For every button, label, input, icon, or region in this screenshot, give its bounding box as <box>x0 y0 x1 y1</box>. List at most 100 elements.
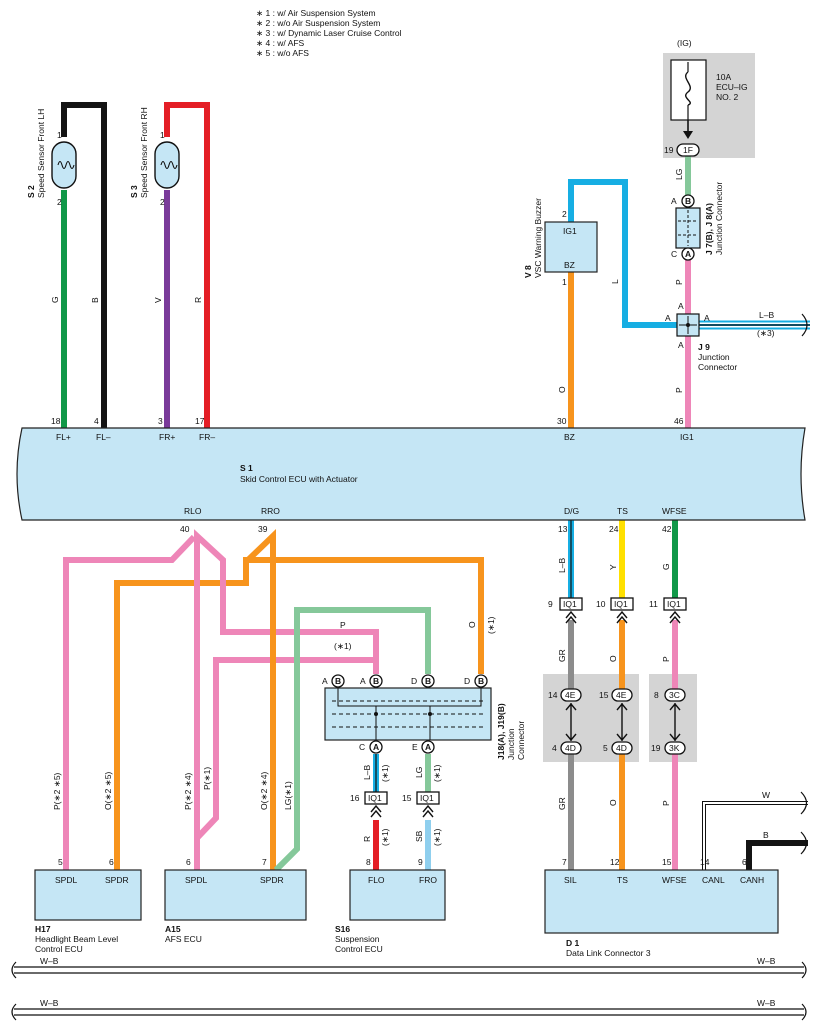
s1-pin-39: 39 <box>258 524 268 534</box>
wire-s3-r <box>164 102 210 428</box>
label-h17-p: P(∗2 ∗5) <box>52 772 62 810</box>
conn-4e-4d-b-arrow-icon <box>616 702 628 742</box>
s2-coil-icon <box>57 160 75 170</box>
label-s2-b: B <box>90 297 100 303</box>
note-3: ∗ 3 : w/ Dynamic Laser Cruise Control <box>256 28 402 38</box>
a15-term-spdl: SPDL <box>185 875 207 885</box>
fuse-arrow-icon <box>683 131 693 139</box>
a15-afs-ecu: SPDL SPDR 6 7 A15 AFS ECU <box>164 857 307 944</box>
label-j18-lb-note: (∗1) <box>380 764 390 782</box>
iq1-10-box <box>610 597 634 611</box>
label-s16-r-note: (∗1) <box>380 828 390 846</box>
j18-pin-a-1 <box>369 740 383 754</box>
s3-name: Speed Sensor Front RH <box>139 107 149 198</box>
label-s3-v: V <box>153 297 163 303</box>
label-ts-y: Y <box>608 564 618 570</box>
wire-h17-o <box>114 557 484 870</box>
s2-sensor-body <box>51 141 77 189</box>
h17-code: H17 <box>35 924 51 934</box>
h17-body <box>34 869 142 921</box>
s1-term-dg: D/G <box>564 506 579 516</box>
d1-pin-6: 6 <box>742 857 747 867</box>
s16-term-fro: FRO <box>419 875 437 885</box>
conn-4e-b-pin: 15 <box>599 690 609 700</box>
iq1-15-box <box>416 791 440 805</box>
d1-term-wfse: WFSE <box>662 875 687 885</box>
iq1-11-box <box>663 597 687 611</box>
mid-inline-connectors: 4E 14 4E 15 3C 8 4D 4 4D 5 3K 19 <box>548 688 686 755</box>
label-s2-g: G <box>50 296 60 303</box>
s3-pin-2: 2 <box>160 197 165 207</box>
s16-name-2: Control ECU <box>335 944 383 954</box>
label-v8-o: O <box>557 386 567 393</box>
j18-pin-b-4 <box>474 674 488 688</box>
d1-term-ts: TS <box>617 875 628 885</box>
s1-term-fr-minus: FR– <box>199 432 215 442</box>
fuse-rating: 10A <box>716 72 731 82</box>
label-j9-lb: L–B <box>759 310 774 320</box>
conn-3c-label: 3C <box>669 690 680 700</box>
iq1-15-chevron-icon <box>422 804 434 818</box>
h17-term-spdl: SPDL <box>55 875 77 885</box>
s1-term-fl-plus: FL+ <box>56 432 71 442</box>
s2-code: S 2 <box>26 185 36 198</box>
j18-top-d-1: D <box>411 676 417 686</box>
label-j9-p: P <box>674 387 684 393</box>
ground-bus-2-breaks <box>11 1003 807 1021</box>
wire-d1-w-outer <box>702 801 808 870</box>
a15-term-spdr: SPDR <box>260 875 284 885</box>
v8-term-ig1: IG1 <box>563 226 577 236</box>
note-4: ∗ 4 : w/ AFS <box>256 38 305 48</box>
s2-speed-sensor-lh: 1 2 S 2 Speed Sensor Front LH <box>26 109 77 207</box>
notes: ∗ 1 : w/ Air Suspension System ∗ 2 : w/o… <box>256 8 402 58</box>
s16-term-flo: FLO <box>368 875 385 885</box>
s1-name: Skid Control ECU with Actuator <box>240 474 358 484</box>
ground-bus-2 <box>14 1008 804 1016</box>
j9-splice-dot <box>686 323 690 327</box>
a15-pin-6: 6 <box>186 857 191 867</box>
s1-term-fr-plus: FR+ <box>159 432 175 442</box>
label-gr-1: GR <box>557 649 567 662</box>
a15-pin-7: 7 <box>262 857 267 867</box>
d1-name: Data Link Connector 3 <box>566 948 651 958</box>
conn-4e-a <box>560 688 582 702</box>
label-dg-lb: L–B <box>557 558 567 573</box>
conn-4d-b-label: 4D <box>616 743 627 753</box>
h17-pin-6: 6 <box>109 857 114 867</box>
conn-3k <box>664 741 686 755</box>
j7-pin-b <box>681 194 695 208</box>
a15-code: A15 <box>165 924 181 934</box>
h17-name-1: Headlight Beam Level <box>35 934 118 944</box>
conn-3c-pin: 8 <box>654 690 659 700</box>
s3-sensor-body <box>154 141 180 189</box>
ground-bus-1 <box>14 966 804 974</box>
j9-bottom-a: A <box>678 340 684 350</box>
s1-pin-4: 4 <box>94 416 99 426</box>
ig-connector-label: 1F <box>683 145 693 155</box>
j7-top-b: B <box>685 196 691 206</box>
ground-2-right: W–B <box>757 998 776 1008</box>
fuse-icon <box>685 71 691 106</box>
conn-3k-pin: 19 <box>651 743 661 753</box>
v8-term-bz: BZ <box>564 260 575 270</box>
wire-a15-p1 <box>194 657 379 870</box>
v8-body <box>544 221 598 273</box>
d1-pin-7: 7 <box>562 857 567 867</box>
j9-right-a: A <box>704 313 710 323</box>
ground-1-right: W–B <box>757 956 776 966</box>
v8-code: V 8 <box>523 265 533 278</box>
s16-code: S16 <box>335 924 350 934</box>
s1-pin-24: 24 <box>609 524 619 534</box>
conn-4d-b-pin: 5 <box>603 743 608 753</box>
iq1-10-label: IQ1 <box>614 599 628 609</box>
s1-term-rro: RRO <box>261 506 280 516</box>
label-s16-sb-note: (∗1) <box>432 828 442 846</box>
ground-buses: W–B W–B W–B W–B <box>11 956 807 1021</box>
s3-pin-1: 1 <box>160 130 165 140</box>
d1-data-link-connector: SIL TS WFSE CANL CANH 7 12 15 14 6 D 1 D… <box>544 857 779 958</box>
j9-left-a: A <box>665 313 671 323</box>
s1-term-rlo: RLO <box>184 506 202 516</box>
wire-a15-p <box>194 529 379 838</box>
ig-connector-1f <box>676 143 700 157</box>
